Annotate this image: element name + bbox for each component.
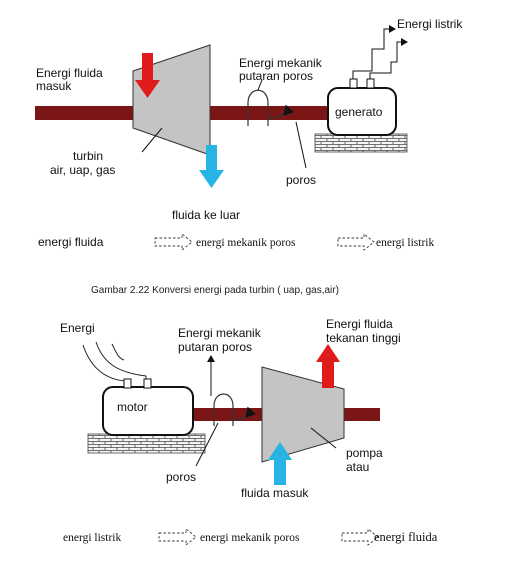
rotation-arrow-2 — [213, 393, 256, 426]
fluid-outflow-arrow — [199, 145, 224, 188]
mech-label-line2: putaran poros — [239, 69, 313, 83]
fluid-in-label-2: fluida masuk — [241, 486, 309, 500]
figure-caption: Gambar 2.22 Konversi energi pada turbin … — [91, 285, 339, 296]
generator-box — [327, 87, 397, 136]
shaft-pointer-1 — [295, 121, 307, 169]
motor-label: motor — [117, 400, 148, 414]
generator-base — [314, 133, 408, 153]
motor-terminal-right — [143, 378, 152, 389]
energy-in-label-line2: masuk — [36, 79, 72, 93]
chain2-arrow1 — [158, 528, 197, 546]
chain1-arrow1 — [154, 233, 193, 251]
turbine-pointer — [141, 127, 163, 153]
pump-pointer — [310, 427, 337, 449]
shaft-label-2: poros — [166, 470, 196, 484]
generator-terminal-right — [366, 78, 375, 89]
chain2-arrow2 — [341, 528, 379, 546]
chain1-arrow2 — [337, 233, 375, 251]
turbine-label-line1: turbin — [73, 149, 103, 163]
fluid-inflow-arrow — [135, 53, 160, 98]
fluid-inflow-arrow-2 — [268, 442, 292, 485]
fluid-out-label-2-line1: Energi fluida — [326, 317, 393, 331]
fluid-outflow-arrow-2 — [316, 344, 340, 388]
motor-input-wires — [82, 341, 147, 382]
rotation-arrow-1 — [247, 89, 294, 126]
conversion-chain-1: energi fluida energi mekanik poros energ… — [38, 233, 434, 251]
conversion-chain-2: energi listrik energi mekanik poros ener… — [63, 528, 438, 546]
energy-in-label-line1: Energi fluida — [36, 66, 103, 80]
elec-label: Energi listrik — [397, 17, 463, 31]
turbine-diagram: generato Energi fluida masuk Energi meka… — [35, 17, 463, 222]
turbine-label-line2: air, uap, gas — [50, 163, 115, 177]
generator-terminal-left — [349, 78, 358, 89]
fluid-out-label: fluida ke luar — [172, 208, 240, 222]
chain2-step2: energi mekanik poros — [200, 532, 300, 544]
shaft-pointer-2 — [195, 422, 219, 467]
mech-label-line1: Energi mekanik — [239, 56, 323, 70]
chain1-step2: energi mekanik poros — [196, 237, 296, 249]
mech-label-2-line1: Energi mekanik — [178, 326, 262, 340]
chain2-step1: energi listrik — [63, 532, 121, 544]
motor-terminal-left — [123, 378, 132, 389]
chain2-step3: energi fluida — [374, 530, 438, 544]
electric-output-wires — [352, 25, 408, 79]
chain1-step1: energi fluida — [38, 235, 104, 249]
chain1-step3: energi listrik — [376, 237, 434, 249]
pump-label-line1: pompa — [346, 446, 383, 460]
mech-label-2-line2: putaran poros — [178, 340, 252, 354]
mech-pointer-1 — [257, 79, 263, 91]
shaft-label-1: poros — [286, 173, 316, 187]
pump-label-line2: atau — [346, 460, 369, 474]
generator-label: generato — [335, 105, 383, 119]
fluid-out-label-2-line2: tekanan tinggi — [326, 331, 401, 345]
pump-diagram: motor Energi Energi mekanik putaran poro… — [60, 317, 401, 500]
energy-in-label-2: Energi — [60, 321, 95, 335]
motor-base — [87, 433, 206, 454]
